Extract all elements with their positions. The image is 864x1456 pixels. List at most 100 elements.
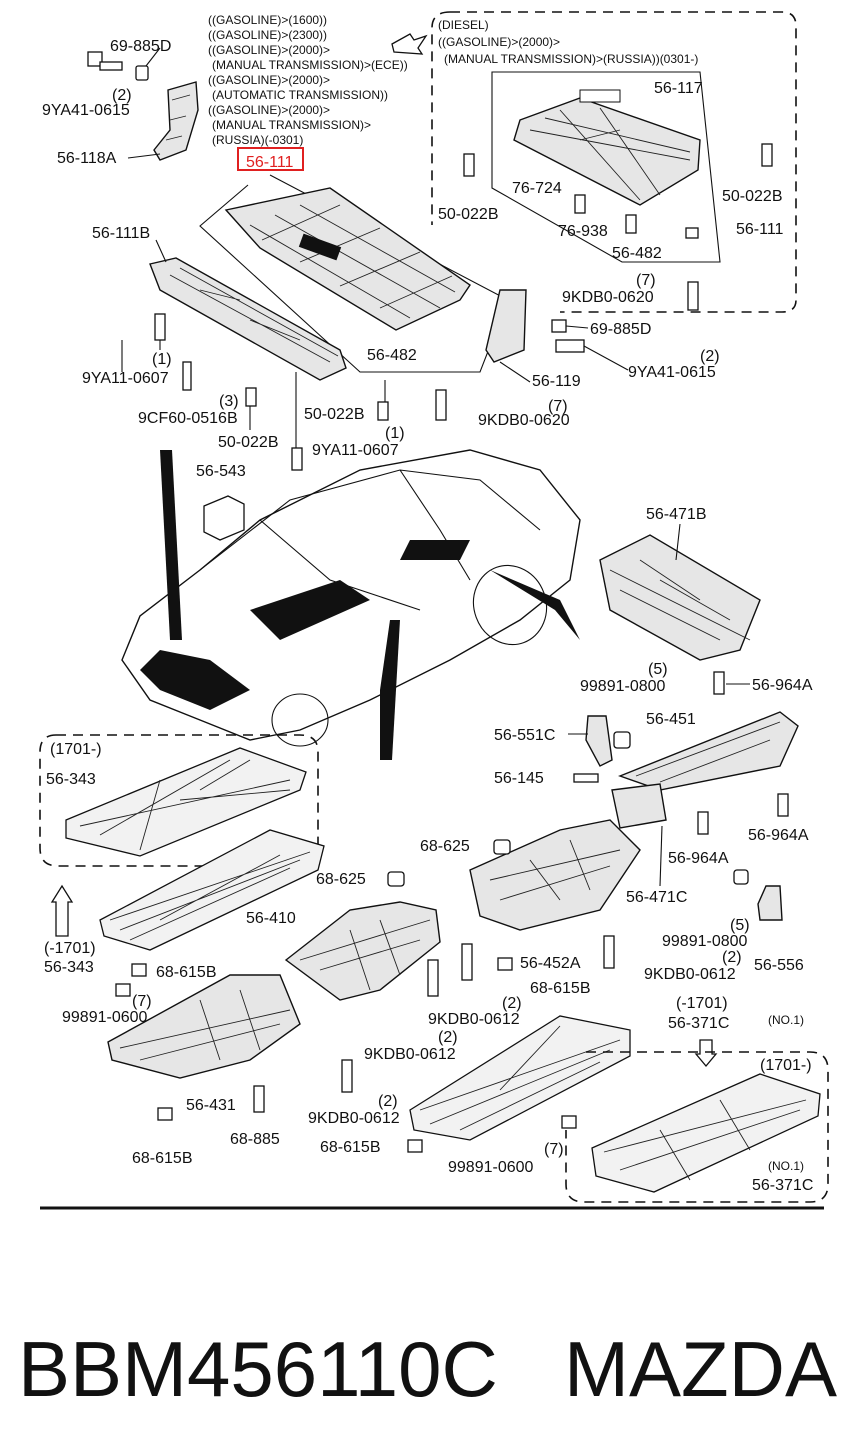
label-no1-b: (NO.1) [768, 1159, 804, 1173]
floor-cover-56-371C-new [591, 1073, 821, 1193]
label-qty-2-f: (2) [378, 1093, 398, 1110]
label-1701-plus: (1701-) [50, 741, 102, 758]
label-qty-7-c: (7) [132, 993, 152, 1010]
label-9KDB0-0620-b: 9KDB0-0620 [562, 289, 654, 306]
label-68-615B-b: 68-615B [530, 980, 591, 997]
forward-arrow-icon-lower [50, 884, 74, 937]
nut-68-615B-c [157, 1107, 173, 1121]
clip-56-964A-c [697, 811, 709, 835]
nut-99891-0600-b [561, 1115, 577, 1129]
floor-cover-56-371C-old [409, 1015, 631, 1141]
label-56-371C: 56-371C [668, 1015, 729, 1032]
bolt-9YA41-0615 [87, 51, 123, 71]
label-76-938: 76-938 [558, 223, 608, 240]
brand-text: MAZDA [564, 1325, 837, 1413]
note-line-4: (MANUAL TRANSMISSION)>(ECE)) [212, 58, 408, 72]
diesel-note-line-3: (MANUAL TRANSMISSION)>(RUSSIA))(0301-) [444, 52, 698, 66]
label-68-615B-c: 68-615B [132, 1150, 193, 1167]
note-line-6: (AUTOMATIC TRANSMISSION)) [212, 88, 388, 102]
label-56-119: 56-119 [532, 373, 581, 390]
label-56-482-b: 56-482 [612, 245, 662, 262]
label-68-615B: 68-615B [156, 964, 217, 981]
label-69-885D: 69-885D [110, 38, 171, 55]
label-qty-7-b: (7) [636, 272, 656, 289]
nut-68-625-b [387, 871, 405, 887]
label-qty-2-d: (2) [502, 995, 522, 1012]
bracket-56-556 [757, 885, 783, 921]
label-qty-5: (5) [648, 661, 668, 678]
front-under-cover-56-111B [149, 257, 347, 381]
note-line-3: ((GASOLINE)>(2000)> [208, 43, 330, 57]
nut-68-615B-d [407, 1139, 423, 1153]
clip-56-964A-a [713, 671, 725, 695]
heat-shield-56-452A [469, 819, 641, 931]
bolt-9KDB0-0620-b [687, 281, 699, 311]
label-56-451: 56-451 [646, 711, 696, 728]
label-56-431: 56-431 [186, 1097, 236, 1114]
label-69-885D-b: 69-885D [590, 321, 651, 338]
nut-68-625-a [493, 839, 511, 855]
bracket-56-471C [611, 783, 667, 829]
bolt-9CF60-0516B [182, 361, 192, 391]
label-56-964A-b: 56-964A [748, 827, 809, 844]
label-9YA11-0607-b: 9YA11-0607 [312, 442, 399, 459]
label-56-551C: 56-551C [494, 727, 555, 744]
label-qty-2-b: (2) [700, 348, 720, 365]
insulator-56-543 [203, 495, 245, 541]
nut-68-615B-a [131, 963, 147, 977]
clip-56-964A-b [777, 793, 789, 817]
label-qty-2: (2) [112, 87, 132, 104]
label-68-625-b: 68-625 [316, 871, 366, 888]
label-qty-1-b: (1) [385, 425, 405, 442]
bolt-9KDB0-0620 [435, 389, 447, 421]
nut-99891-0600-a [115, 983, 131, 997]
label-56-543: 56-543 [196, 463, 246, 480]
label-9KDB0-0612-c: 9KDB0-0612 [364, 1046, 456, 1063]
label-56-371C-b: 56-371C [752, 1177, 813, 1194]
label-9YA11-0607: 9YA11-0607 [82, 370, 169, 387]
label-50-022B-c: 50-022B [438, 206, 499, 223]
note-line-2: ((GASOLINE)>(2300)) [208, 28, 327, 42]
label-50-022B-b: 50-022B [304, 406, 365, 423]
label-56-145: 56-145 [494, 770, 544, 787]
label-qty-2-c: (2) [722, 949, 742, 966]
nut-99891-0800-b [733, 869, 749, 885]
label-56-471C: 56-471C [626, 889, 687, 906]
clip-50-022B-a [245, 387, 257, 407]
heat-shield-56-431 [107, 974, 301, 1079]
variant-box-1701-right [565, 1051, 829, 1203]
label-minus-1701-b: (-1701) [676, 995, 728, 1012]
label-qty-1: (1) [152, 351, 172, 368]
bolt-56-145 [573, 773, 599, 783]
label-56-410: 56-410 [246, 910, 296, 927]
vehicle-outline [121, 449, 581, 760]
bolt-76-724 [574, 194, 586, 214]
label-68-625: 68-625 [420, 838, 470, 855]
note-line-9: (RUSSIA)(-0301) [212, 133, 303, 147]
heat-shield-56-410 [284, 901, 441, 1001]
label-9KDB0-0612-b: 9KDB0-0612 [428, 1011, 520, 1028]
clip-50-022B-b [377, 401, 389, 421]
highlight-box-56-111 [237, 147, 304, 171]
label-56-118A: 56-118A [57, 150, 117, 167]
callout-frame-diesel [491, 71, 721, 263]
label-56-343-b: 56-343 [44, 959, 94, 976]
forward-arrow-icon-right [694, 1039, 718, 1068]
label-99891-0800-b: 99891-0800 [662, 933, 748, 950]
label-qty-2-e: (2) [438, 1029, 458, 1046]
note-line-1: ((GASOLINE)>(1600)) [208, 13, 327, 27]
part-label-56-111-highlighted: 56-111 [246, 154, 294, 171]
label-qty-3: (3) [219, 393, 239, 410]
label-9YA41-0615-b: 9YA41-0615 [628, 364, 716, 381]
heat-shield-56-471B [599, 534, 761, 661]
clip-69-885D [135, 65, 149, 81]
label-99891-0600: 99891-0600 [62, 1009, 148, 1026]
label-99891-0600-b: 99891-0600 [448, 1159, 534, 1176]
bracket-56-119 [485, 289, 527, 363]
label-no1: (NO.1) [768, 1013, 804, 1027]
bolt-9KDB0-0612-a [603, 935, 615, 969]
note-line-7: ((GASOLINE)>(2000)> [208, 103, 330, 117]
label-68-885: 68-885 [230, 1131, 280, 1148]
